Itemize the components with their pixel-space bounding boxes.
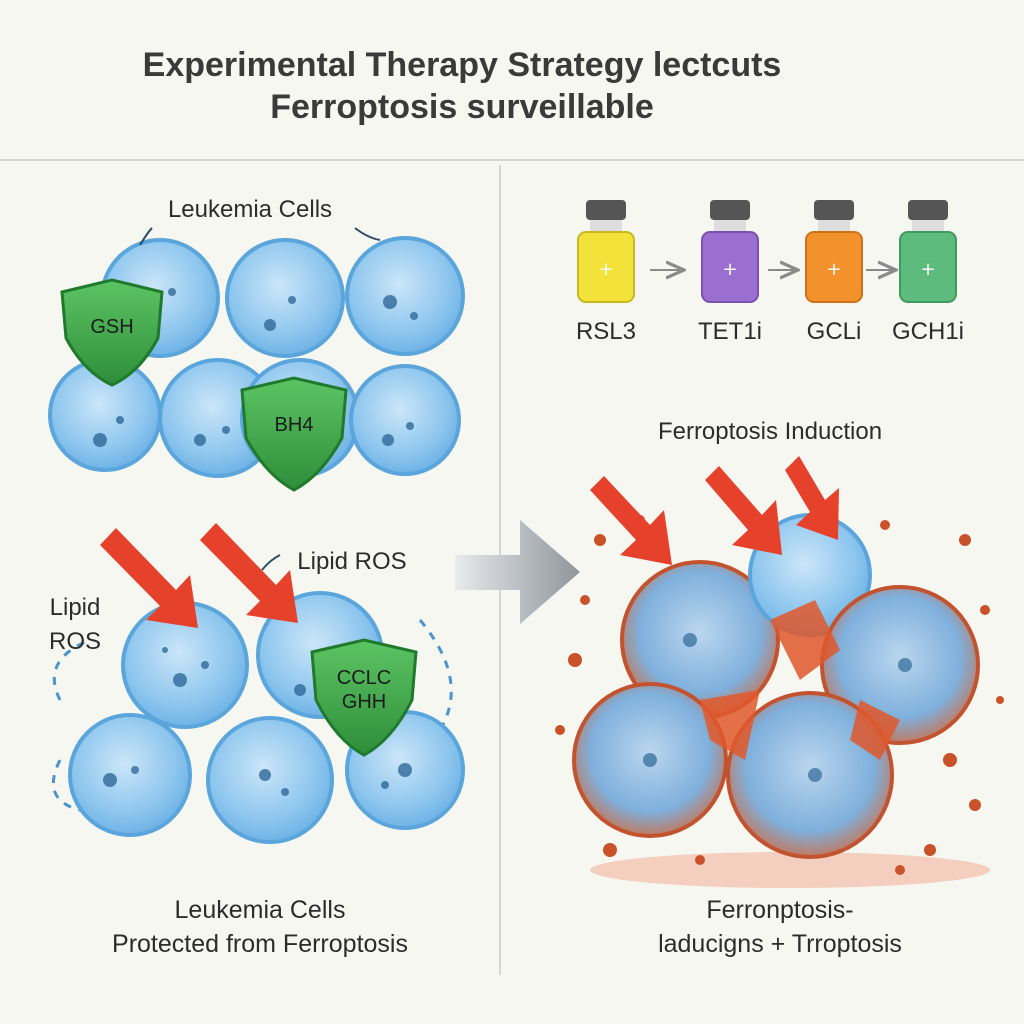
leukemia-cells-label: Leukemia Cells [167,196,333,223]
lipid-ros-arrows [100,523,298,628]
gsh-label: GSH [90,316,134,338]
vial-gcli-icon: + [805,200,863,303]
cclc-label: CCLC [336,667,392,689]
right-caption-line-1: Ferronptosis- [706,896,854,924]
lipid-ros-label-right: Lipid ROS [297,548,407,575]
vial-label-gcli: GCLi [806,318,862,345]
vial-label-tet1i: TET1i [697,318,762,345]
cclc-ghh-shield-icon [310,638,418,757]
lipid-ros-label-left-2: ROS [48,628,101,655]
vial-label-rsl3: RSL3 [575,318,637,345]
svg-text:+: + [920,259,935,280]
svg-text:+: + [826,259,841,280]
ferroptosis-induction-label: Ferroptosis Induction [657,418,883,445]
title-line-1: Experimental Therapy Strategy lectcuts [142,46,782,84]
left-caption-line-1: Leukemia Cells [174,896,346,924]
ferroptotic-cells [555,513,1004,888]
bh4-label: BH4 [274,414,314,436]
cclc-ghh-label: CCLC GHH [324,666,404,714]
induction-arrows [590,456,839,565]
title-line-2: Ferroptosis surveillable [270,88,654,126]
lipid-ros-label-left-1: Lipid [49,594,101,621]
vial-label-gch1i: GCH1i [891,318,964,345]
svg-text:+: + [598,259,613,280]
bh4-shield-icon [240,376,348,492]
transition-arrow-icon [455,520,580,624]
left-caption-line-2: Protected from Ferroptosis [112,930,408,958]
vial-gch1i-icon: + [899,200,957,303]
ghh-label: GHH [341,691,387,713]
vial-tet1i-icon: + [701,200,759,303]
gsh-shield-icon [60,278,164,387]
right-caption-line-2: laducigns + Trroptosis [658,930,902,958]
svg-text:+: + [722,259,737,280]
vial-rsl3-icon: + [577,200,635,303]
